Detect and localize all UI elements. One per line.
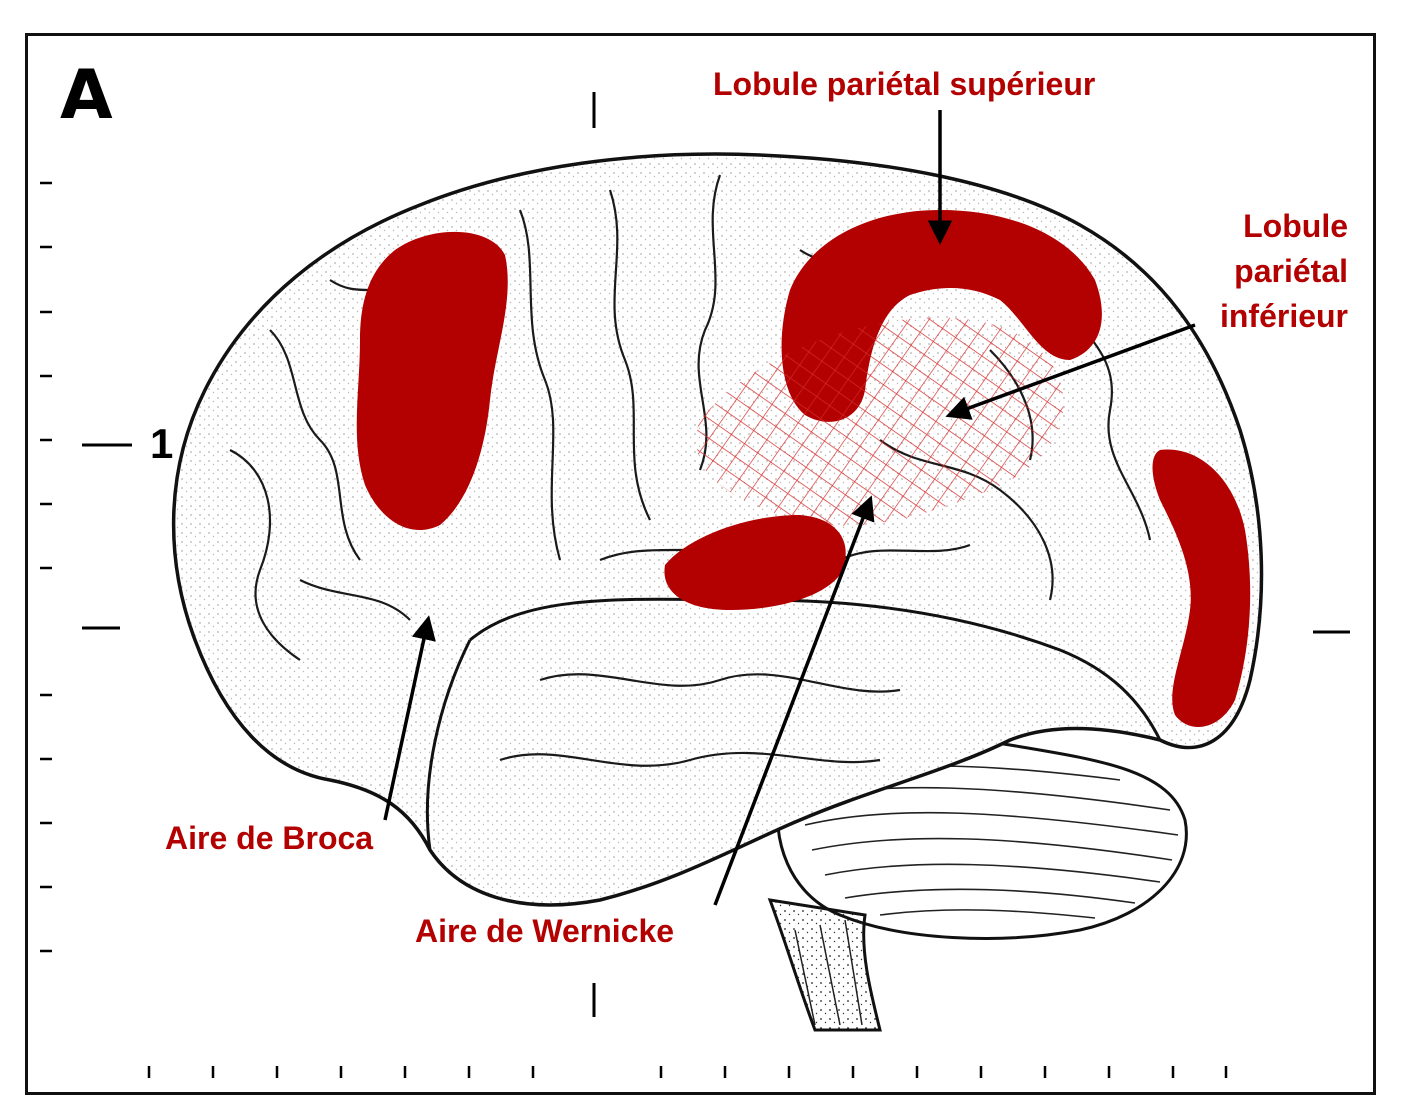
axis-marker: 1 [150,420,173,468]
label-wernicke: Aire de Wernicke [415,913,674,950]
panel-letter: A [60,62,113,130]
label-broca: Aire de Broca [165,820,373,857]
bottom-ticks [149,1066,1226,1078]
label-inferior-parietal-line3: inférieur [1180,298,1348,335]
label-inferior-parietal-line1: Lobule [1200,208,1348,245]
brain-stem [770,900,880,1030]
label-superior-parietal: Lobule pariétal supérieur [713,66,1095,103]
label-inferior-parietal-line2: pariétal [1200,253,1348,290]
